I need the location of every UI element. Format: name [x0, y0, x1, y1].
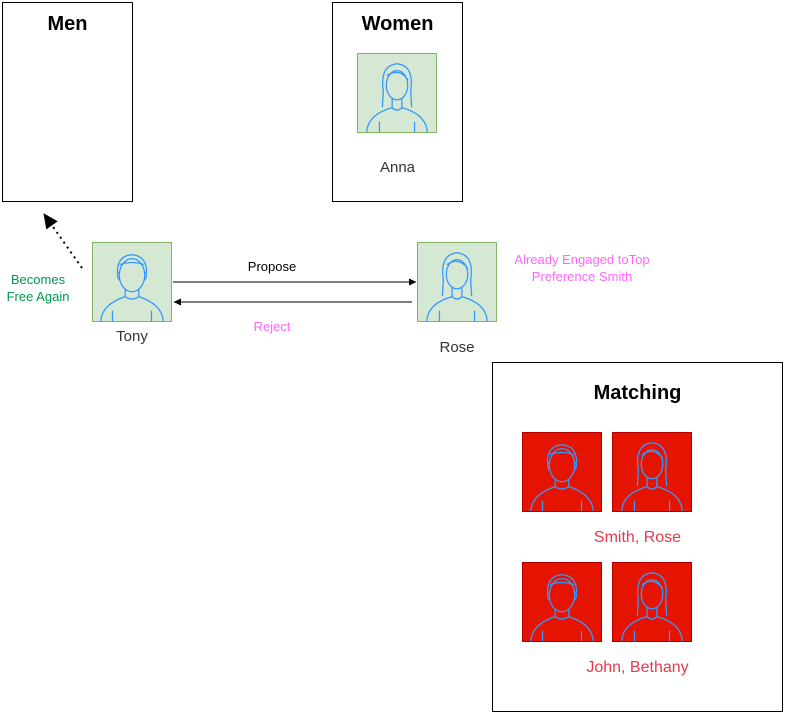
- men-box-title: Men: [47, 13, 88, 35]
- matching-box: Matching Smith, Rose John, Bethany: [492, 362, 783, 712]
- female-person-icon: [613, 563, 691, 641]
- pair-label: Smith, Rose: [593, 529, 682, 546]
- already-engaged-line1: Already Engaged toTop: [514, 252, 650, 267]
- becomes-free-line2: Free Again: [6, 289, 70, 304]
- anna-label: Anna: [379, 159, 416, 176]
- reject-label: Reject: [253, 319, 291, 334]
- male-person-icon: [93, 243, 171, 321]
- women-box: Women Anna: [332, 2, 463, 202]
- rose-label: Rose: [439, 339, 475, 356]
- tony-label: Tony: [116, 328, 148, 345]
- rose-matched-avatar: [612, 432, 692, 512]
- male-person-icon: [523, 563, 601, 641]
- anna-avatar: [357, 53, 437, 133]
- already-engaged-note: Already Engaged toTop Preference Smith: [500, 251, 664, 285]
- female-person-icon: [418, 243, 496, 321]
- becomes-free-note: Becomes Free Again: [0, 271, 76, 305]
- matching-box-title: Matching: [593, 382, 682, 404]
- pair-label: John, Bethany: [586, 659, 689, 676]
- propose-label: Propose: [247, 259, 297, 274]
- women-box-title: Women: [361, 13, 434, 35]
- tony-avatar: [92, 242, 172, 322]
- men-box: Men: [2, 2, 133, 202]
- smith-avatar: [522, 432, 602, 512]
- female-person-icon: [613, 433, 691, 511]
- becomes-free-line1: Becomes: [10, 272, 66, 287]
- becomes-free-arrow: [43, 213, 83, 269]
- bethany-avatar: [612, 562, 692, 642]
- already-engaged-line2: Preference Smith: [531, 269, 633, 284]
- male-person-icon: [523, 433, 601, 511]
- rose-avatar: [417, 242, 497, 322]
- john-avatar: [522, 562, 602, 642]
